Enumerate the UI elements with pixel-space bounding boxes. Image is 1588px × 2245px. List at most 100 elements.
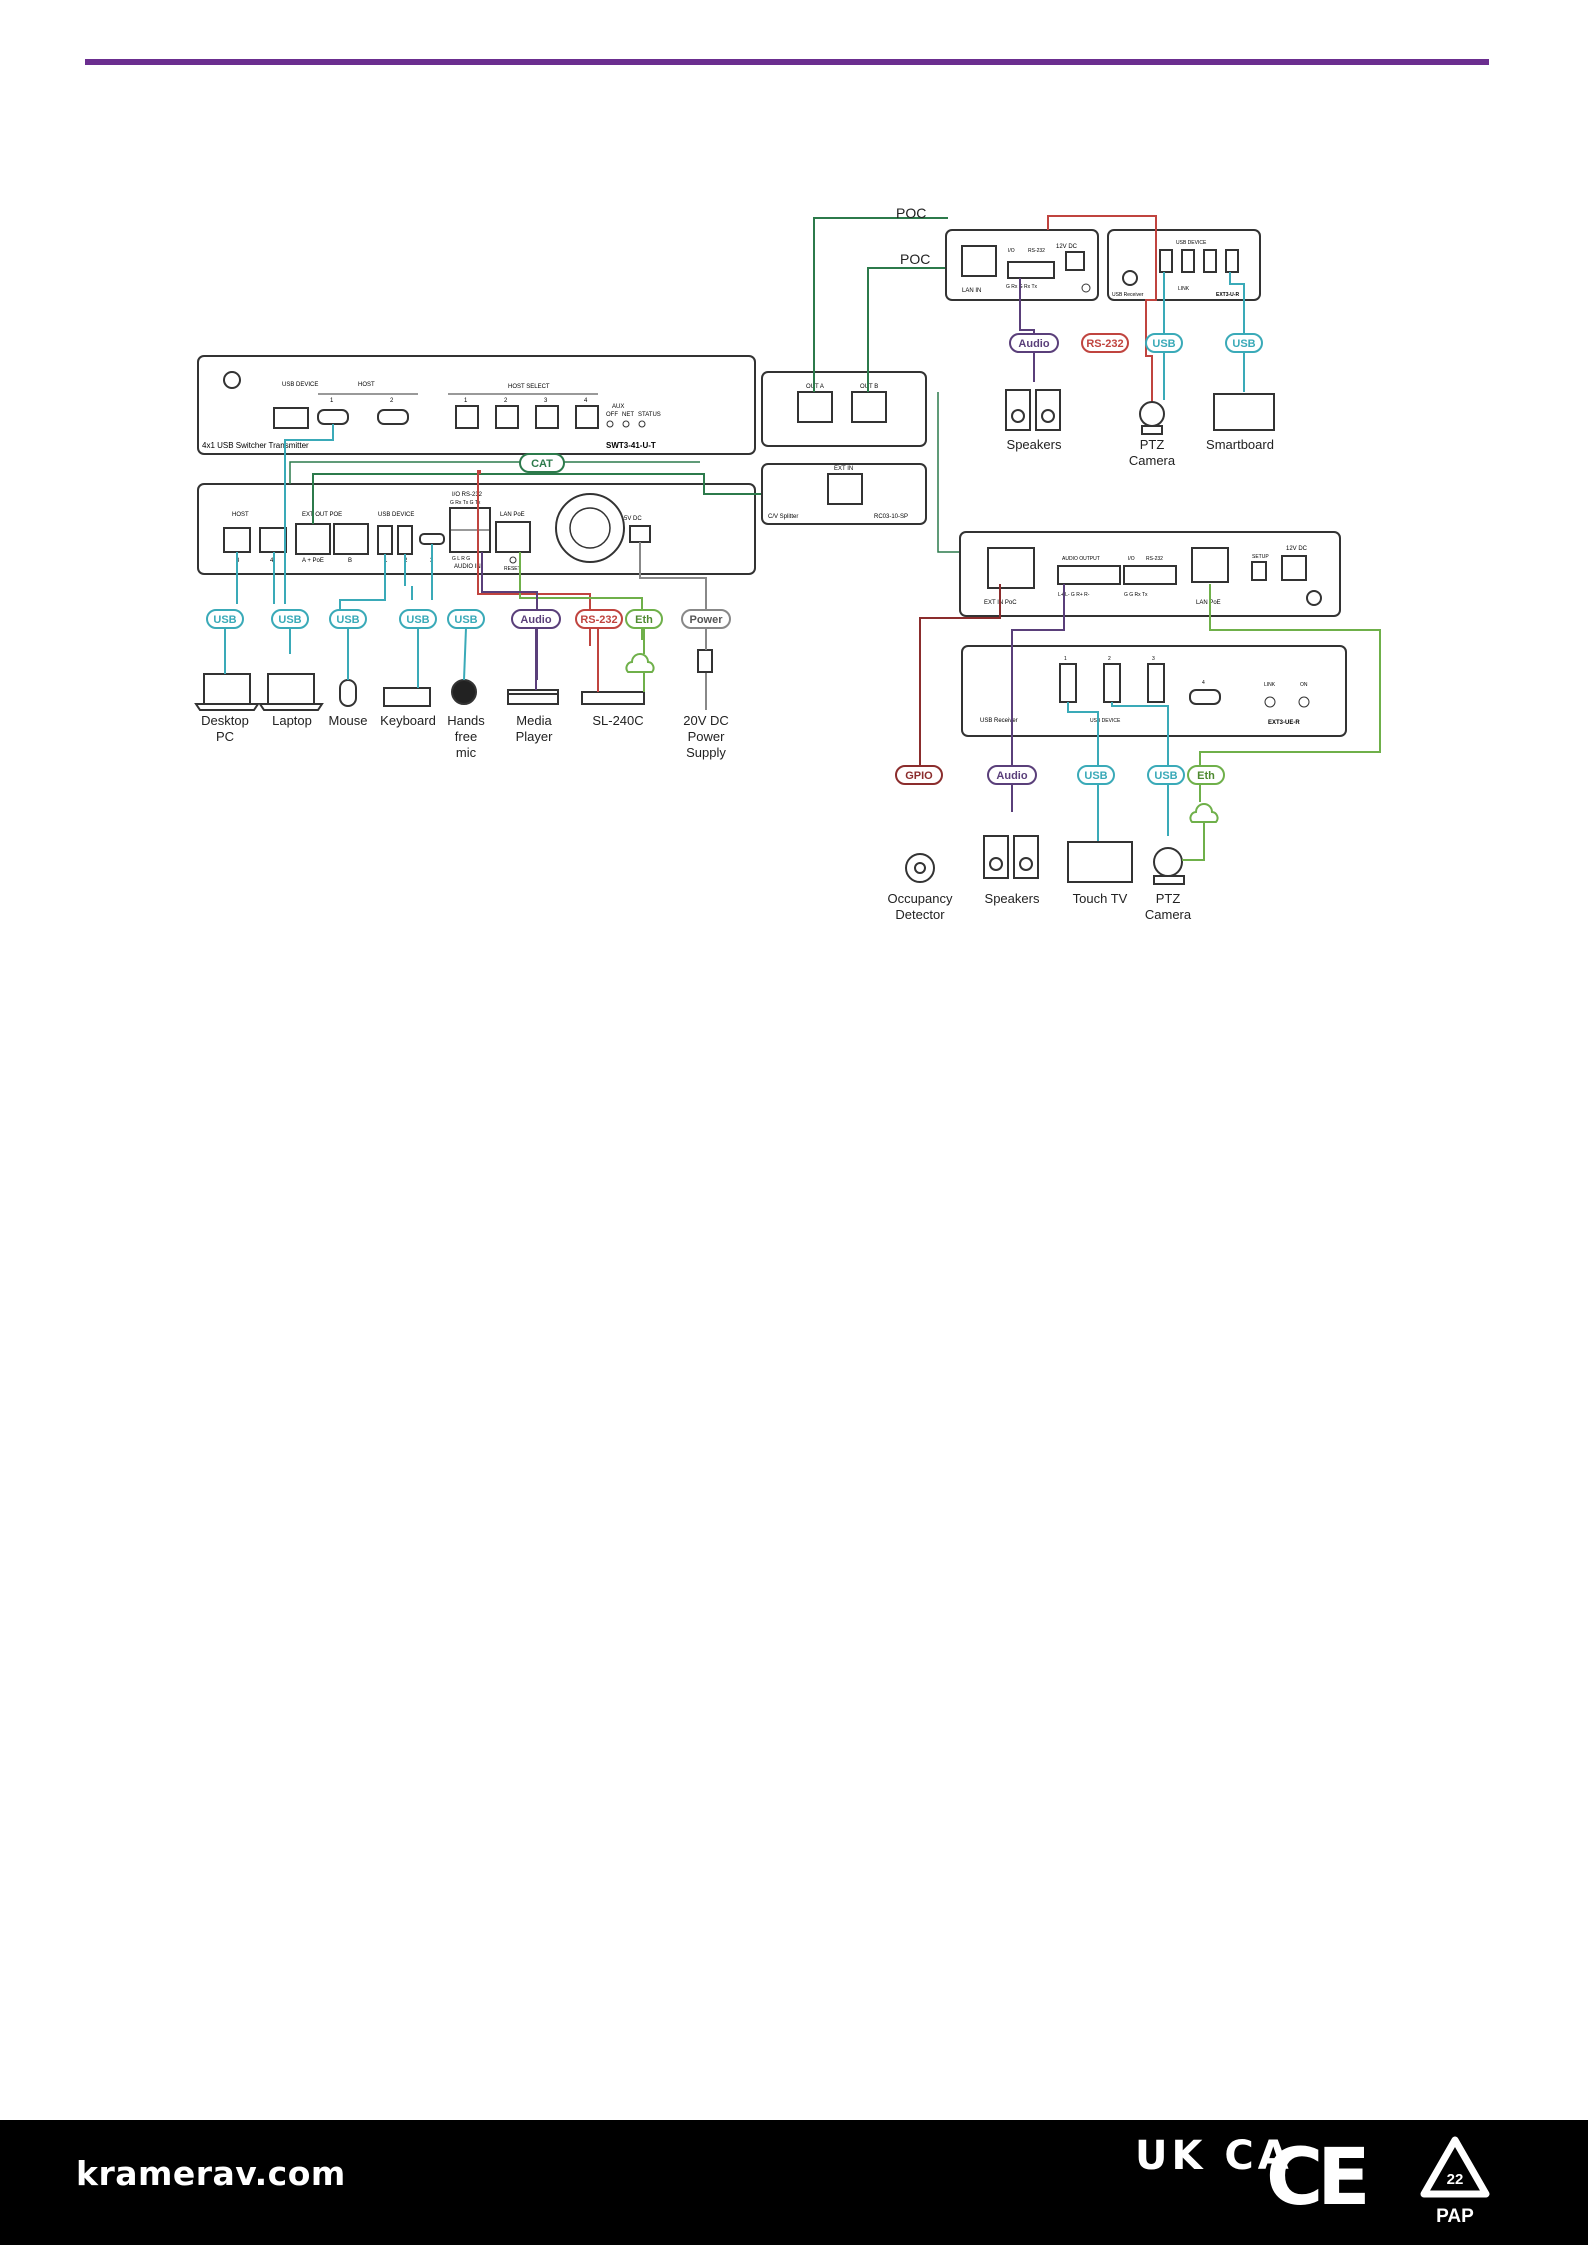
speakers-icon — [1005, 389, 1061, 431]
svg-text:USB Receiver: USB Receiver — [1112, 292, 1144, 298]
svg-text:AUDIO OUTPUT: AUDIO OUTPUT — [1062, 556, 1100, 562]
svg-text:LINK: LINK — [1178, 286, 1190, 292]
svg-text:USB: USB — [1154, 770, 1177, 782]
svg-text:EXT IN: EXT IN — [834, 466, 853, 472]
svg-text:RESET: RESET — [504, 566, 521, 572]
left-devices — [194, 627, 713, 711]
svg-text:USB DEVICE: USB DEVICE — [378, 512, 414, 518]
svg-text:L+ L- G R+ R-: L+ L- G R+ R- — [1058, 592, 1090, 598]
svg-text:PTZ: PTZ — [1156, 891, 1181, 906]
svg-text:GPIO: GPIO — [905, 770, 933, 782]
svg-text:HOST: HOST — [232, 512, 249, 518]
svg-text:EXT3-U-R: EXT3-U-R — [1216, 292, 1239, 298]
svg-text:SL-240C: SL-240C — [592, 713, 643, 728]
recycle-pap-icon: 22 PAP — [1418, 2134, 1492, 2230]
svg-text:LAN PoE: LAN PoE — [500, 512, 525, 518]
svg-text:C/V Splitter: C/V Splitter — [768, 514, 798, 520]
right-bottom-labels: Occupancy Detector Speakers Touch TV PTZ… — [887, 891, 1191, 922]
footer: kramerav.com UK CA CE 22 PAP — [0, 2120, 1588, 2245]
power-supply-icon — [697, 628, 713, 673]
ce-mark: CE — [1266, 2133, 1371, 2223]
svg-text:AUDIO IN: AUDIO IN — [454, 564, 481, 570]
svg-text:Hands: Hands — [447, 713, 485, 728]
svg-text:20V DC: 20V DC — [683, 713, 729, 728]
svg-text:RC03-10-SP: RC03-10-SP — [874, 514, 908, 520]
ukca-mark: UK CA — [1135, 2133, 1293, 2179]
right-top-devices — [1005, 389, 1275, 435]
badge-usb-rt-2: USB — [1225, 333, 1263, 353]
svg-text:HOST SELECT: HOST SELECT — [508, 384, 550, 390]
svg-text:Detector: Detector — [895, 907, 945, 922]
left-wiring — [236, 424, 768, 710]
svg-text:RS-232: RS-232 — [580, 614, 617, 626]
svg-text:3: 3 — [1152, 656, 1155, 662]
occupancy-detector-icon — [905, 853, 935, 883]
receiver-front-panel: EXT IN PoC AUDIO OUTPUT L+ L- G R+ R- I/… — [959, 531, 1341, 617]
svg-text:A + PoE: A + PoE — [302, 558, 324, 564]
svg-text:USB: USB — [278, 614, 301, 626]
svg-text:USB DEVICE: USB DEVICE — [1176, 240, 1207, 246]
svg-text:G Rx G Rx Tx: G Rx G Rx Tx — [1006, 284, 1038, 290]
svg-text:B: B — [348, 558, 352, 564]
svg-text:Touch TV: Touch TV — [1073, 891, 1128, 906]
ptz-camera-icon — [1153, 803, 1219, 885]
svg-text:HOST: HOST — [358, 382, 375, 388]
svg-text:Camera: Camera — [1129, 453, 1176, 468]
desktop-pc-icon — [194, 628, 260, 711]
ptz-camera-icon — [1139, 401, 1165, 435]
badge-eth-rb: Eth — [1187, 765, 1225, 785]
smartboard-icon — [1213, 393, 1275, 431]
microphone-icon — [451, 627, 477, 705]
touch-tv-icon — [1067, 841, 1133, 883]
svg-text:POC: POC — [896, 205, 926, 221]
host-select-buttons — [455, 405, 599, 429]
svg-text:Speakers: Speakers — [985, 891, 1040, 906]
left-device-labels: Desktop PC Laptop Mouse Keyboard Hands f… — [201, 713, 729, 760]
svg-text:RS-232: RS-232 — [1028, 248, 1045, 254]
svg-text:G Rx Tx G Tx: G Rx Tx G Tx — [450, 500, 481, 506]
svg-text:I/O: I/O — [1128, 556, 1135, 562]
svg-text:USB: USB — [1152, 338, 1175, 350]
svg-text:4: 4 — [584, 398, 588, 404]
svg-text:EXT3-UE-R: EXT3-UE-R — [1268, 720, 1300, 726]
svg-text:I/O RS-232: I/O RS-232 — [452, 492, 483, 498]
switch-icon — [581, 628, 655, 705]
badge-power: Power — [681, 609, 731, 629]
badge-usb-rt-1: USB — [1145, 333, 1183, 353]
svg-text:USB: USB — [213, 614, 236, 626]
svg-text:Power: Power — [688, 729, 726, 744]
svg-text:USB DEVICE: USB DEVICE — [282, 382, 318, 388]
badge-usb-1: USB — [206, 609, 244, 629]
svg-text:3: 3 — [544, 398, 548, 404]
transmitter-rear-panel: HOST 3 4 EXT OUT POE A + PoE B USB DEVIC… — [197, 483, 756, 575]
svg-text:USB: USB — [406, 614, 429, 626]
badge-usb-5: USB — [447, 609, 485, 629]
usb-port-icon — [273, 407, 309, 429]
power-port-icon — [629, 525, 651, 543]
pap-label: PAP — [1436, 2206, 1474, 2227]
badge-usb-rb-2: USB — [1147, 765, 1185, 785]
media-player-icon — [507, 628, 559, 705]
website-link[interactable]: kramerav.com — [76, 2154, 346, 2193]
mouse-icon — [339, 628, 357, 707]
pap-number: 22 — [1447, 2171, 1464, 2188]
svg-text:2: 2 — [390, 398, 394, 404]
usbc-port-icon — [377, 409, 409, 425]
svg-text:free: free — [455, 729, 477, 744]
svg-text:OFF: OFF — [606, 412, 618, 418]
svg-text:mic: mic — [456, 745, 477, 760]
badge-usb-2: USB — [271, 609, 309, 629]
badge-usb-3: USB — [329, 609, 367, 629]
right-top-labels: Speakers PTZ Camera Smartboard — [1007, 437, 1274, 468]
svg-text:SETUP: SETUP — [1252, 554, 1269, 560]
receiver-rear-panel: 1 2 3 4 LINK ON USB Receiver USB DEVICE … — [961, 645, 1347, 737]
svg-text:2: 2 — [504, 398, 508, 404]
speakers-icon — [983, 835, 1039, 879]
svg-text:12V DC: 12V DC — [1286, 546, 1308, 552]
svg-text:PC: PC — [216, 729, 234, 744]
splitter-bottom: EXT IN C/V Splitter RC03-10-SP — [761, 463, 927, 525]
svg-text:Desktop: Desktop — [201, 713, 249, 728]
svg-text:USB: USB — [1232, 338, 1255, 350]
svg-text:USB: USB — [454, 614, 477, 626]
